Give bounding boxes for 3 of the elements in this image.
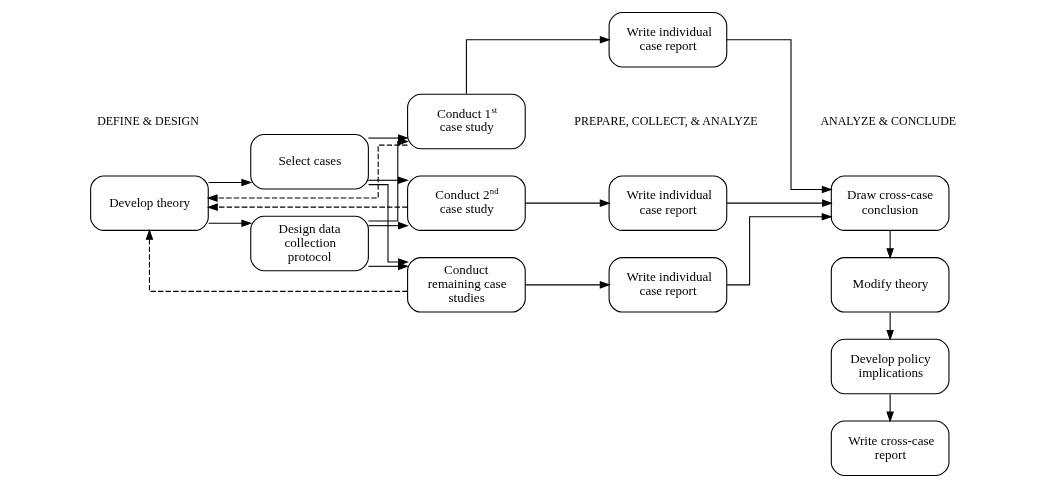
label: DEFINE & DESIGN <box>97 113 199 128</box>
label: ANALYZE & CONCLUDE <box>820 113 957 128</box>
label: PREPARE, COLLECT, & ANALYZE <box>574 113 758 128</box>
